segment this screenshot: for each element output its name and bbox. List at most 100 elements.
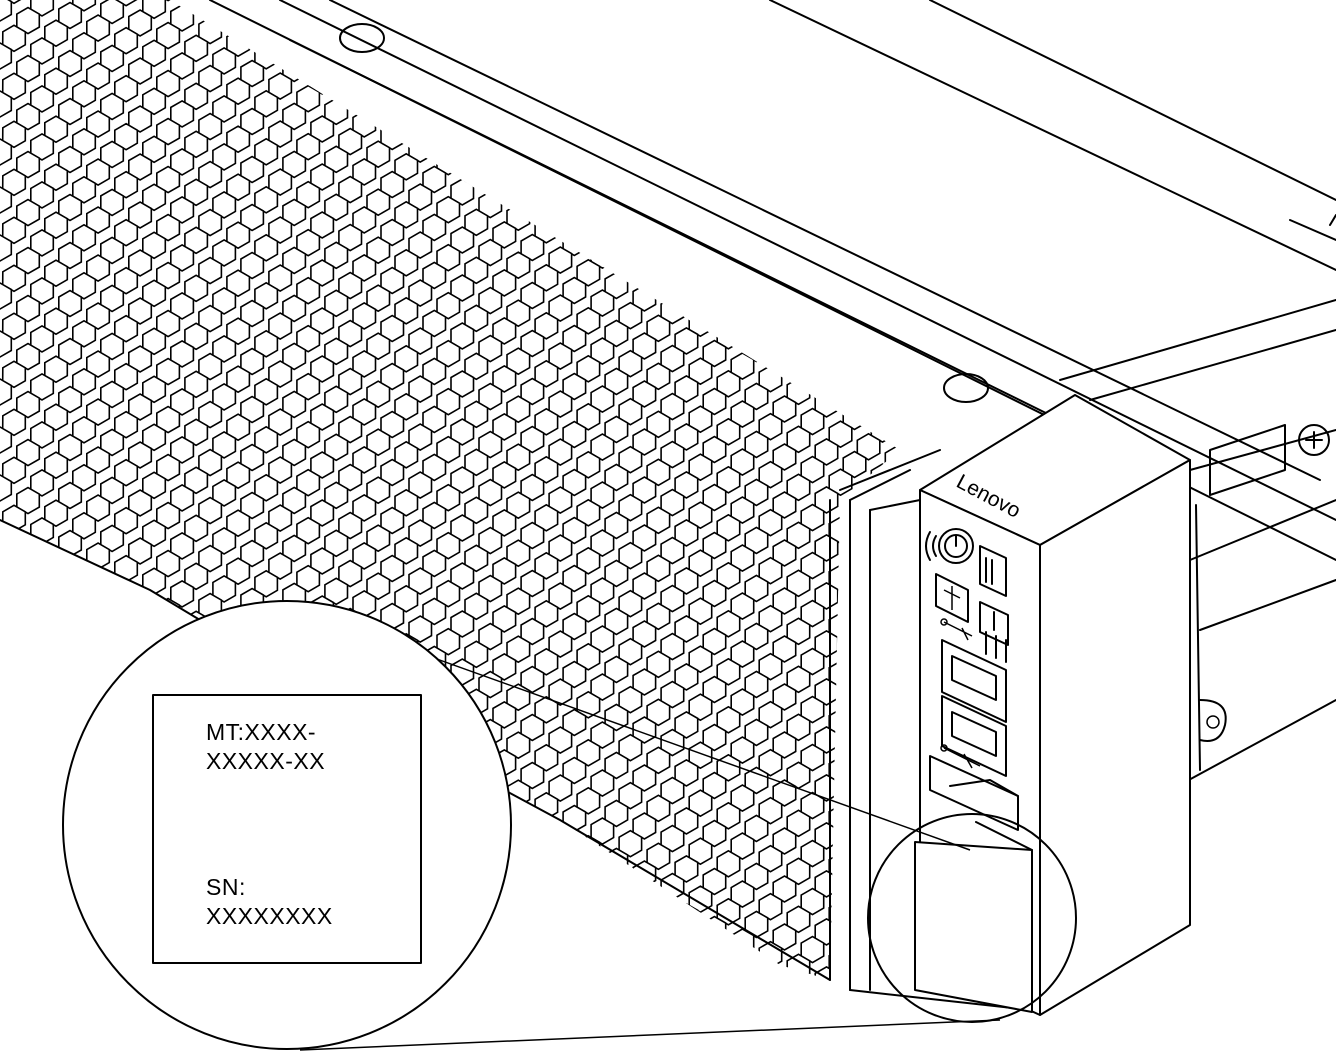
hex-cell xyxy=(29,804,55,833)
hex-cell xyxy=(913,315,936,341)
hex-cell xyxy=(15,822,41,851)
hex-cell xyxy=(842,498,867,527)
hex-cell xyxy=(520,857,545,886)
hex-cell xyxy=(800,263,825,292)
hex-cell xyxy=(548,870,573,899)
hex-cell xyxy=(1,792,27,821)
hex-cell xyxy=(702,291,727,320)
hex-cell xyxy=(562,948,587,977)
hex-cell xyxy=(156,597,181,626)
hex-cell xyxy=(43,883,69,912)
hex-cell xyxy=(478,958,503,980)
hex-cell xyxy=(1,888,27,917)
hex-cell xyxy=(618,205,643,234)
hex-cell xyxy=(0,762,13,790)
id-button-icon[interactable] xyxy=(979,545,1007,597)
mt-line-2: XXXXX-XX xyxy=(206,748,325,774)
hex-cell xyxy=(870,751,895,780)
hex-cell xyxy=(632,908,657,936)
hex-cell xyxy=(856,960,881,980)
hex-cell xyxy=(800,359,825,388)
hex-cell xyxy=(0,234,13,262)
hex-cell xyxy=(43,643,69,672)
hex-cell xyxy=(814,965,839,980)
hex-cell xyxy=(884,877,900,906)
hex-cell xyxy=(870,895,895,924)
hex-cell xyxy=(0,666,13,694)
hex-cell xyxy=(856,768,881,797)
hex-cell xyxy=(856,816,881,845)
system-error-icon xyxy=(979,601,1009,646)
hex-cell xyxy=(0,714,13,742)
hex-cell xyxy=(856,336,881,365)
hex-cell xyxy=(716,945,741,974)
usb-icon xyxy=(940,744,981,769)
hex-cell xyxy=(828,948,853,977)
hex-cell xyxy=(828,276,853,305)
hex-cell xyxy=(1,840,27,869)
hex-cell xyxy=(646,938,671,967)
chassis-top xyxy=(209,0,1336,851)
hex-cell xyxy=(674,950,699,979)
hex-cell xyxy=(870,607,895,636)
usb-port-top[interactable] xyxy=(941,639,1007,723)
hex-cell xyxy=(856,624,881,653)
hex-cell xyxy=(842,786,867,815)
hex-cell xyxy=(57,625,83,654)
hex-cell xyxy=(870,655,895,684)
hex-cell xyxy=(0,42,13,70)
power-button-icon[interactable] xyxy=(925,528,974,564)
label-tab[interactable] xyxy=(914,755,1033,1013)
hex-cell xyxy=(604,895,629,924)
hex-cell xyxy=(688,933,713,962)
hex-cell xyxy=(856,720,881,749)
hex-cell xyxy=(884,541,900,570)
hex-cell xyxy=(0,474,13,502)
usb-port-bottom[interactable] xyxy=(941,695,1007,777)
hex-cell xyxy=(884,397,900,426)
hex-cell xyxy=(814,341,839,370)
hex-cell xyxy=(772,347,797,375)
hex-cell xyxy=(632,956,657,980)
hex-cell xyxy=(15,726,41,755)
hex-cell xyxy=(870,367,895,396)
machine-type-label: MT:XXXX- XXXXX-XX SN: XXXXXXXX xyxy=(152,694,422,964)
hex-cell xyxy=(520,809,545,838)
hex-cell xyxy=(0,378,13,406)
hex-cell xyxy=(366,92,391,121)
hex-cell xyxy=(660,968,685,980)
hex-cell xyxy=(29,756,55,785)
hex-cell xyxy=(548,822,573,851)
hex-cell xyxy=(338,79,363,108)
hex-cell xyxy=(0,330,13,358)
hex-cell xyxy=(0,954,13,980)
hex-cell xyxy=(884,445,900,474)
hex-cell xyxy=(72,559,97,588)
hex-cell xyxy=(0,426,13,454)
hex-cell xyxy=(1,600,27,629)
hex-cell xyxy=(744,958,769,980)
hex-cell xyxy=(0,618,13,646)
hex-cell xyxy=(898,763,900,792)
hex-cell xyxy=(688,261,713,290)
hex-cell xyxy=(744,238,769,267)
hex-cell xyxy=(72,655,97,684)
hex-cell xyxy=(576,978,601,980)
hex-cell xyxy=(29,948,55,977)
hex-cell xyxy=(660,920,685,949)
hex-cell xyxy=(15,966,41,980)
hex-cell xyxy=(786,329,811,358)
hex-cell xyxy=(884,829,900,858)
hex-cell xyxy=(0,810,13,838)
hex-cell xyxy=(57,577,83,606)
hex-cell xyxy=(828,900,853,929)
hex-cell xyxy=(730,304,755,333)
network-activity-icon xyxy=(935,573,969,623)
hex-cell xyxy=(674,902,699,931)
hex-cell xyxy=(15,630,41,659)
mt-line-1: MT:XXXX- xyxy=(206,719,316,745)
hex-cell xyxy=(590,913,615,942)
hex-cell xyxy=(506,923,531,952)
hex-cell xyxy=(870,703,895,732)
hex-cell xyxy=(1,552,27,581)
